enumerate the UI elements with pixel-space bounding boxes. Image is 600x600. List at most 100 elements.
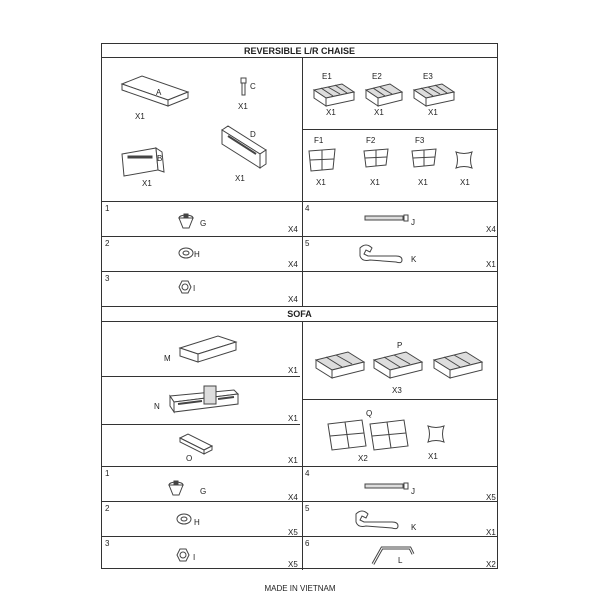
footer-origin: MADE IN VIETNAM [264,584,336,593]
part-label-B: B [157,154,163,163]
long-board-icon [178,335,238,363]
part-label-P: P [397,341,403,350]
divider [302,321,303,570]
back-cushion-icon [411,148,437,168]
wrench-icon [355,510,399,530]
part-qty-C: X1 [238,102,248,111]
seat-cushion-icon [364,83,404,107]
hw-qty-J: X5 [486,493,496,502]
pillow-icon [427,425,445,443]
part-label-O: O [186,454,193,463]
handle-icon [371,546,415,565]
divider [302,399,497,400]
parts-sheet: REVERSIBLE L/R CHAISE SOFA A X1 C X1 B X… [101,43,498,570]
washer-icon [176,513,192,525]
divider [102,466,497,467]
divider [102,536,497,537]
part-qty-O: X1 [288,456,298,465]
hw-qty-H: X4 [288,260,298,269]
part-label-F2: F2 [366,136,376,145]
hw-label-K: K [411,255,417,264]
hw-label-H: H [194,250,200,259]
part-label-C: C [250,82,256,91]
hw-label-G: G [200,219,207,228]
pillow-icon [455,151,473,169]
back-cushion-icon [308,148,336,172]
divider [102,424,300,425]
hw-label-J: J [411,487,415,496]
part-label-F3: F3 [415,136,425,145]
hw-qty-G: X4 [288,225,298,234]
part-label-D: D [250,130,256,139]
divider [302,57,303,306]
part-label-E2: E2 [372,72,382,81]
divider [102,501,497,502]
part-qty-M: X1 [288,366,298,375]
hw-qty-J: X4 [486,225,496,234]
divider [102,271,497,272]
hw-num: 2 [105,504,110,513]
small-bolt-icon [240,77,247,96]
sofa-title: SOFA [287,309,312,319]
hw-qty-G: X4 [288,493,298,502]
part-qty-A: X1 [135,112,145,121]
hw-label-I: I [193,284,196,293]
hw-num: 1 [105,204,110,213]
back-cushion-icon [369,419,409,451]
seat-cushion-icon [432,351,484,379]
part-qty-F1: X1 [316,178,326,187]
divider [102,57,497,58]
hw-qty-K: X1 [486,260,496,269]
hw-num: 6 [305,539,310,548]
divider [102,201,497,202]
backrest-frame-icon [121,147,165,177]
divider [302,129,497,130]
divider [102,236,497,237]
seat-cushion-icon [314,351,366,379]
part-label-N: N [154,402,160,411]
divider [102,306,497,307]
long-backrest-frame-icon [221,125,267,169]
washer-icon [178,247,194,259]
small-block-icon [178,433,214,455]
hw-label-G: G [200,487,207,496]
hw-label-L: L [398,556,403,565]
hw-num: 3 [105,274,110,283]
rod-icon [364,214,409,222]
hw-qty-L: X2 [486,560,496,569]
hw-num: 5 [305,504,310,513]
part-qty-pillow: X1 [428,452,438,461]
seat-cushion-icon [372,351,424,379]
part-label-E3: E3 [423,72,433,81]
hw-num: 4 [305,469,310,478]
hw-num: 4 [305,204,310,213]
back-cushion-icon [327,419,367,451]
divider [102,376,300,377]
part-qty-pillow: X1 [460,178,470,187]
hw-num: 5 [305,239,310,248]
part-qty-F2: X1 [370,178,380,187]
back-cushion-icon [363,148,389,168]
seat-cushion-icon [312,83,356,107]
part-qty-E2: X1 [374,108,384,117]
sofa-back-frame-icon [169,385,240,414]
part-qty-E1: X1 [326,108,336,117]
hw-qty-I: X4 [288,295,298,304]
hw-qty-K: X1 [486,528,496,537]
part-qty-N: X1 [288,414,298,423]
leg-foot-icon [168,480,184,496]
hw-qty-I: X5 [288,560,298,569]
part-label-F1: F1 [314,136,324,145]
hw-label-J: J [411,218,415,227]
wrench-icon [359,244,403,264]
part-label-Q: Q [366,409,373,418]
rod-icon [364,482,409,490]
part-label-E1: E1 [322,72,332,81]
chaise-title: REVERSIBLE L/R CHAISE [243,46,355,56]
nut-icon [176,548,190,562]
divider [102,321,497,322]
part-qty-E3: X1 [428,108,438,117]
hw-label-K: K [411,523,417,532]
long-board-icon [120,75,190,107]
part-label-A: A [156,88,162,97]
